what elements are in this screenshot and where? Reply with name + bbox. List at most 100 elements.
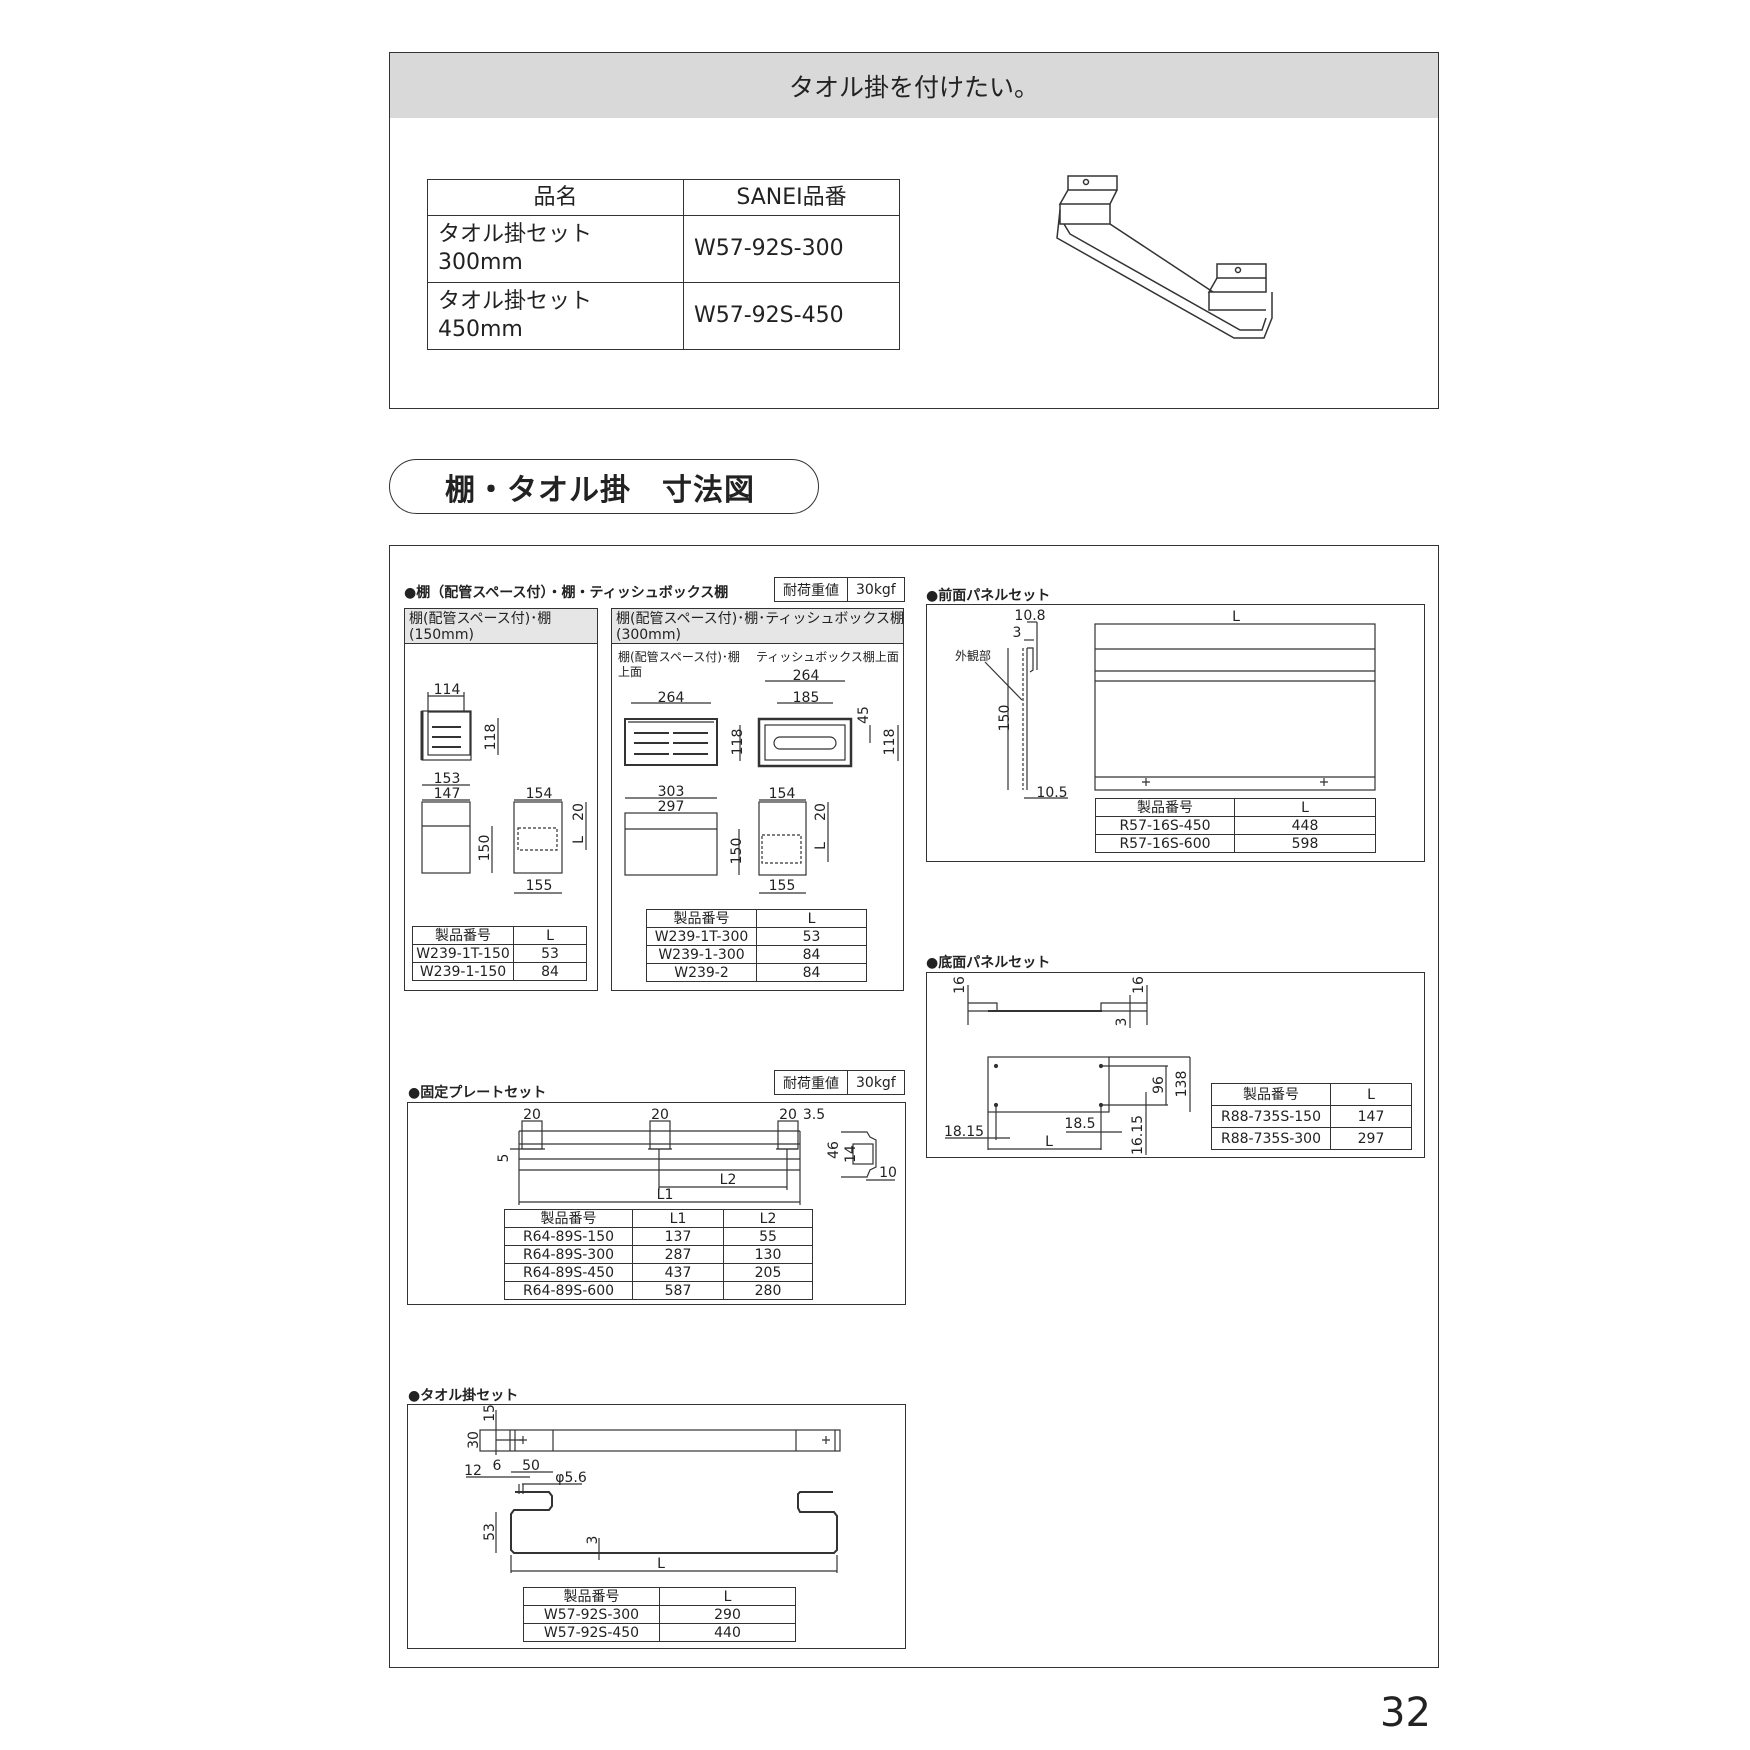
dim-20: 20 <box>813 803 829 821</box>
dim-6: 6 <box>493 1458 502 1474</box>
dim-297: 297 <box>658 799 685 815</box>
column-header: 製品番号 <box>646 909 757 928</box>
table-cell: R57-16S-600 <box>1095 834 1235 853</box>
dim-14: 14 <box>843 1145 859 1163</box>
towel-hanger-intro-panel: タオル掛を付けたい。 <box>389 52 1439 409</box>
product-code: W57-92S-450 <box>683 282 900 350</box>
bottom-panel-box <box>926 972 1425 1158</box>
shelf-section-title: ●棚（配管スペース付）・棚・ティッシュボックス棚 <box>404 585 729 601</box>
dim-45: 45 <box>856 706 872 724</box>
front-panel-box <box>926 604 1425 862</box>
product-size: 450mm <box>438 317 523 342</box>
dim-L: L <box>813 842 829 850</box>
dim-16: 16 <box>1131 976 1147 994</box>
table-cell: W239-1T-300 <box>646 927 757 946</box>
exterior-label: 外観部 <box>955 649 992 663</box>
towel-set-title: ●タオル掛セット <box>408 1388 519 1404</box>
table-cell: 440 <box>659 1623 796 1642</box>
header-code: SANEI品番 <box>683 179 900 216</box>
table-cell: R64-89S-600 <box>504 1281 633 1300</box>
dim-264: 264 <box>658 690 685 706</box>
panel-header: 棚(配管スペース付)･棚 <box>409 611 552 627</box>
dim-154: 154 <box>526 786 553 802</box>
dim-10.8: 10.8 <box>1014 608 1045 624</box>
dim-118: 118 <box>730 729 746 756</box>
towel-set-drawing: 15 30 12 6 50 φ5.6 53 3 L <box>464 1404 841 1573</box>
table-cell: W239-1-300 <box>646 945 757 964</box>
table-cell: 205 <box>723 1263 813 1282</box>
dim-phi5.6: φ5.6 <box>555 1470 587 1486</box>
table-cell: 587 <box>632 1281 724 1300</box>
dim-5: 5 <box>496 1154 512 1163</box>
dim-20: 20 <box>651 1107 669 1123</box>
table-cell: 280 <box>723 1281 813 1300</box>
dim-118: 118 <box>882 729 898 756</box>
dim-153: 153 <box>434 771 461 787</box>
table-cell: 598 <box>1234 834 1376 853</box>
load-value: 30kgf <box>847 1071 904 1094</box>
dim-155: 155 <box>769 878 796 894</box>
dim-138: 138 <box>1174 1071 1190 1098</box>
panel-header: 棚(配管スペース付)･棚･ティッシュボックス棚 <box>616 611 904 627</box>
dim-118: 118 <box>483 724 499 751</box>
table-row: タオル掛セット 450mm W57-92S-450 <box>427 282 900 350</box>
towel-hanger-illustration <box>1056 175 1273 339</box>
product-code: W57-92S-300 <box>683 215 900 283</box>
dim-147: 147 <box>434 786 461 802</box>
dim-L1: L1 <box>657 1187 674 1203</box>
product-name: タオル掛セット <box>438 289 593 314</box>
dim-150: 150 <box>729 838 745 865</box>
dim-264: 264 <box>793 668 820 684</box>
column-header: 製品番号 <box>412 926 514 945</box>
load-value: 30kgf <box>847 578 904 601</box>
table-cell: R88-735S-300 <box>1211 1127 1331 1150</box>
front-panel-title: ●前面パネルセット <box>926 588 1051 604</box>
towel-set-box <box>407 1404 906 1649</box>
dim-16.15: 16.15 <box>1130 1115 1146 1155</box>
shelf-150-panel: 棚(配管スペース付)･棚(150mm) <box>404 608 598 991</box>
dim-10: 10 <box>879 1165 897 1181</box>
tissue-top-label: ティッシュボックス棚上面 <box>756 650 899 664</box>
table-cell: 84 <box>756 963 867 982</box>
panel-header-size: (150mm) <box>409 627 474 643</box>
dim-L: L <box>657 1556 665 1572</box>
dim-3.5: 3.5 <box>803 1107 825 1123</box>
fixed-plate-drawing: 20 20 20 3.5 5 L2 L1 46 14 10 <box>496 1107 897 1205</box>
bottom-panel-title: ●底面パネルセット <box>926 955 1051 971</box>
bottom-panel-drawing: 16 16 3 96 138 18.15 18.5 16.15 L <box>944 976 1191 1155</box>
dim-150: 150 <box>997 705 1013 732</box>
dim-155: 155 <box>526 878 553 894</box>
table-cell: W239-2 <box>646 963 757 982</box>
front-panel-drawing: 10.8 3 150 10.5 L <box>984 608 1376 801</box>
dim-L: L <box>571 836 587 844</box>
table-cell: R88-735S-150 <box>1211 1105 1331 1128</box>
column-header: 製品番号 <box>1211 1083 1331 1106</box>
dim-15: 15 <box>482 1404 498 1422</box>
table-cell: 290 <box>659 1605 796 1624</box>
dim-46: 46 <box>826 1141 842 1159</box>
column-header: 製品番号 <box>1095 798 1235 817</box>
column-header: L <box>1234 798 1376 817</box>
dim-20: 20 <box>523 1107 541 1123</box>
dim-154: 154 <box>769 786 796 802</box>
product-size: 300mm <box>438 250 523 275</box>
header-name: 品名 <box>427 179 684 216</box>
table-cell: W239-1-150 <box>412 962 514 981</box>
load-label: 耐荷重値 <box>783 1075 839 1092</box>
